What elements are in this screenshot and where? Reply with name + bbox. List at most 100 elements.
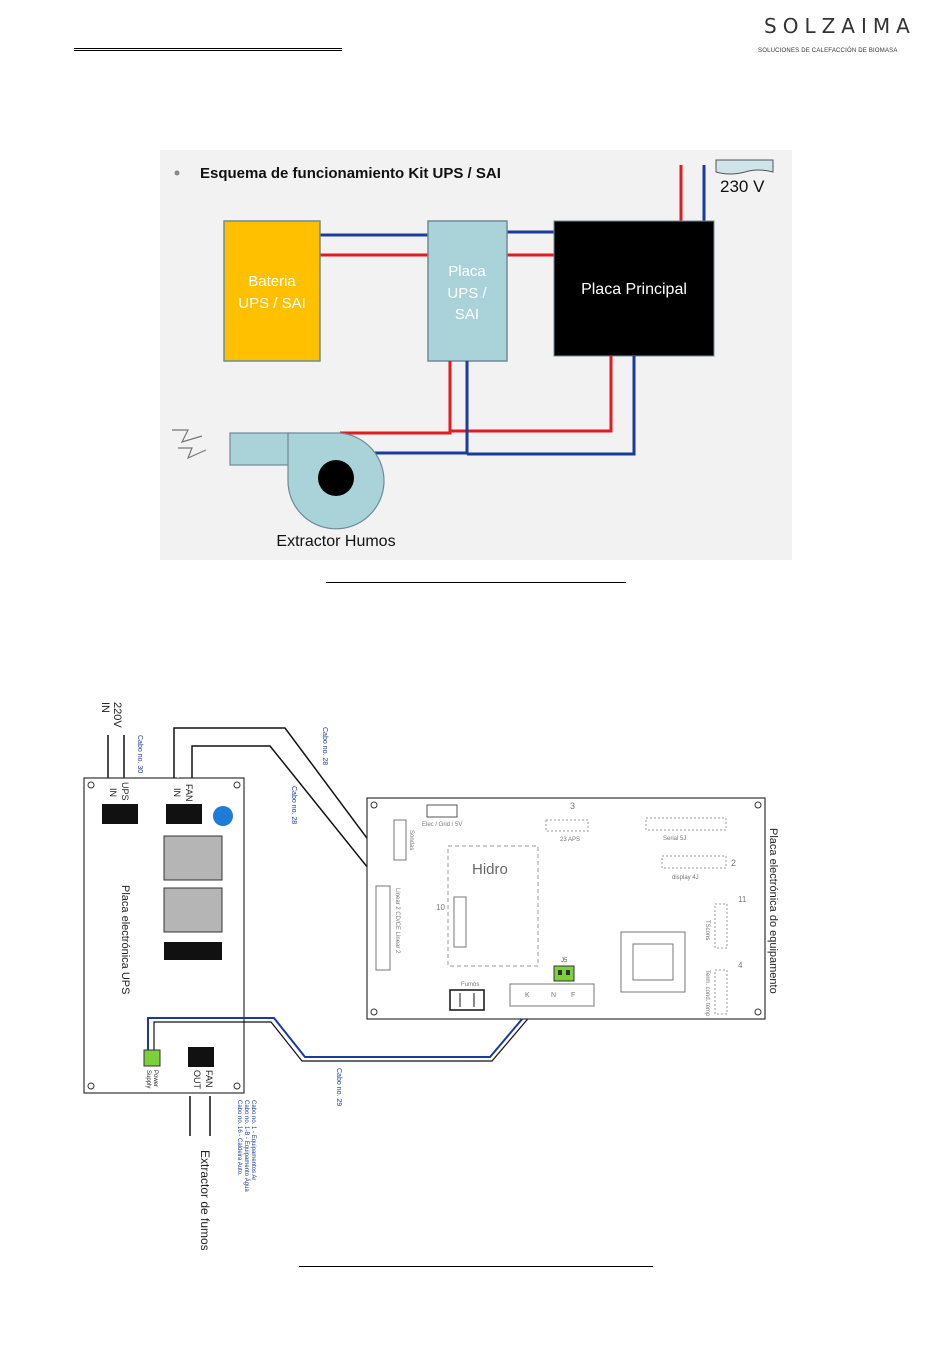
company-logo: SOLZAIMA — [764, 14, 916, 38]
transformer-core — [632, 943, 674, 981]
status-led — [213, 806, 233, 826]
ups-electronic-board — [83, 777, 245, 1094]
battery-box — [223, 220, 321, 362]
transformer-outline — [620, 931, 686, 993]
grid-label: Elec / Grid / 5V — [422, 822, 462, 828]
main-board-label: Placa Principal — [581, 281, 687, 298]
terminal-block — [164, 942, 222, 960]
cable-note-3: Cabo no. 16 - Caldeira Auto. — [236, 1100, 242, 1176]
ups-board-label-line1: Placa — [448, 263, 486, 280]
cable-29 — [147, 971, 563, 1058]
display-connector — [661, 855, 727, 869]
kn-terminal — [509, 983, 595, 1007]
mount-hole — [754, 801, 762, 809]
ups-kit-schematic: Esquema de funcionamiento Kit UPS / SAI … — [160, 150, 792, 560]
fumos-label: Fumos — [461, 982, 479, 988]
fan-out-label-2: OUT — [192, 1070, 202, 1090]
smoke-squiggle — [172, 429, 207, 460]
main-board-box — [553, 220, 715, 357]
voltage-label: 230 V — [720, 177, 765, 196]
j5-pin — [558, 970, 562, 975]
cable-note-1: Cabo no. 1 - Equipamentos Ar — [250, 1100, 256, 1180]
fan-in-label-2: IN — [172, 788, 182, 797]
ups-in-connector — [102, 804, 138, 824]
pin-2-label: 2 — [731, 858, 736, 868]
equipment-electronic-board — [366, 797, 766, 1020]
mount-hole — [370, 1008, 378, 1016]
battery-label-line2: UPS / SAI — [238, 295, 306, 312]
ups-in-label-2: IN — [108, 788, 118, 797]
aps-connector — [545, 819, 589, 832]
relay-component — [163, 835, 223, 881]
power-supply-label-2: Supply — [145, 1070, 151, 1088]
extractor-rotor — [318, 460, 354, 496]
header-rule — [74, 48, 342, 51]
mount-hole — [370, 801, 378, 809]
mount-hole — [233, 1082, 241, 1090]
power-supply-connector — [143, 1049, 161, 1067]
n-label: N — [551, 992, 556, 999]
serial-connector — [645, 817, 727, 831]
j5-pin — [566, 970, 570, 975]
mount-hole — [87, 1082, 95, 1090]
term-label: Term. cond. temp — [704, 970, 710, 1017]
in-label: IN — [99, 702, 111, 713]
hidro-connector — [453, 896, 467, 948]
sondas-connector — [393, 819, 407, 861]
wire-red — [340, 361, 452, 435]
stocks-label: TScons — [704, 920, 710, 940]
cable-note-2: Cabo no. 1-B - Equipamento Água — [243, 1100, 250, 1192]
battery-label-line1: Bateria — [248, 273, 296, 290]
ups-in-label: UPS — [120, 782, 130, 801]
mains-plug-symbol — [715, 159, 774, 175]
ups-board-label: Placa electrónica UPS — [119, 885, 131, 994]
wire-red — [450, 356, 613, 433]
sondas-label: Sondas — [408, 830, 414, 850]
company-tagline: SOLUCIONES DE CALEFACCIÓN DE BIOMASA — [758, 48, 898, 54]
grid-connector — [426, 804, 458, 818]
fumos-connector — [449, 989, 485, 1011]
power-supply-label: Power — [152, 1070, 158, 1087]
mount-hole — [87, 781, 95, 789]
equipment-board-label: Placa electrónica do equipamento — [767, 828, 779, 994]
cable-30-label: Cabo no. 30 — [136, 735, 143, 773]
term-connector — [714, 969, 728, 1015]
mount-hole — [233, 781, 241, 789]
pin-10-label: 10 — [436, 903, 445, 912]
relay-component — [163, 887, 223, 933]
display-label: display 4J — [672, 875, 699, 881]
extractor-fumos-label: Extractor de fumos — [198, 1150, 212, 1250]
serial-label: Serial 5J — [663, 836, 686, 842]
wire-blue — [467, 356, 636, 456]
mount-hole — [754, 1008, 762, 1016]
hidro-module-area — [447, 845, 539, 967]
ups-board-box — [427, 220, 508, 362]
fan-out-label: FAN — [204, 1070, 214, 1088]
coil-label: Linear 2 CD/CE Linear 2 — [394, 888, 400, 954]
extractor-duct — [229, 432, 291, 466]
k-label: K — [525, 992, 530, 999]
pin-11-label: 11 — [738, 895, 747, 904]
fan-in-label: FAN — [184, 784, 194, 802]
cable-29 — [153, 973, 567, 1062]
pin-3-label: 3 — [570, 801, 575, 811]
coil-connector — [375, 885, 391, 971]
bullet-dot — [174, 170, 180, 176]
caption-rule — [326, 582, 626, 583]
stocks-connector — [714, 903, 728, 949]
ups-board-label-line2: UPS / — [447, 285, 487, 302]
extractor-label: Extractor Humos — [276, 533, 395, 550]
fan-out-connector — [188, 1047, 214, 1067]
hidro-label: Hidro — [472, 861, 508, 878]
cable-29-label: Cabo no. 29 — [335, 1068, 342, 1106]
schematic-title: Esquema de funcionamiento Kit UPS / SAI — [200, 165, 501, 182]
aps-label: 23 APS — [560, 837, 580, 843]
voltage-220-label: 220V — [111, 702, 123, 728]
ups-wiring-diagram: IN 220V Cabo no. 30 UPS IN FAN IN Placa … — [83, 702, 779, 1250]
j5-label: J5 — [561, 958, 568, 964]
caption-rule — [299, 1266, 653, 1267]
pin-4-label: 4 — [738, 961, 743, 970]
fan-in-connector — [166, 804, 202, 824]
ups-board-label-line3: SAI — [455, 306, 479, 323]
cable-28-label-b: Cabo no. 28 — [290, 786, 297, 824]
